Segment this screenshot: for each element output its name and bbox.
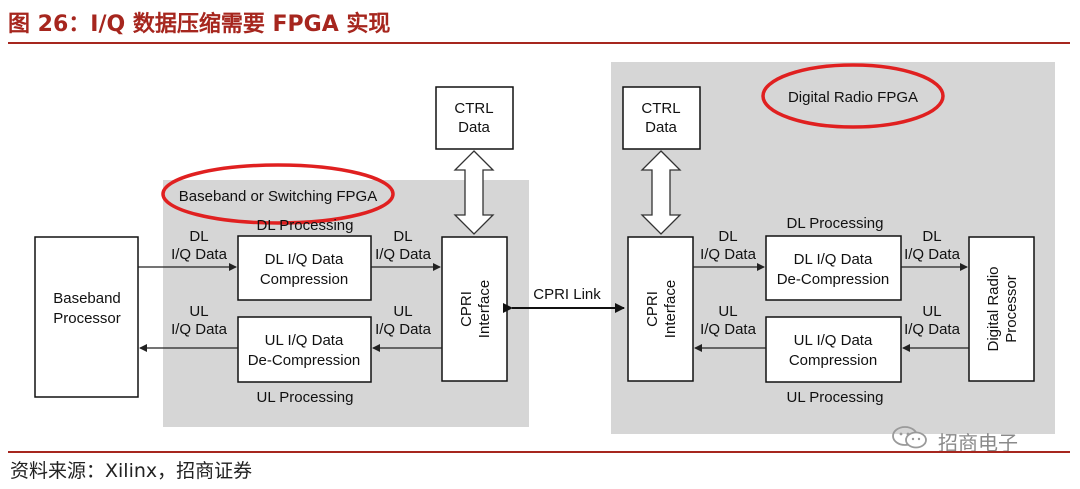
digital-radio-processor-box: [968, 236, 1035, 382]
baseband-processor-label-2: Processor: [53, 310, 121, 327]
baseband-processor-label-1: Baseband: [53, 290, 121, 307]
figure-header: 图 26：I/Q 数据压缩需要 FPGA 实现: [8, 8, 1070, 42]
right-ul-out-label-1: UL: [718, 303, 737, 320]
left-dl-out-label-2: I/Q Data: [375, 246, 432, 263]
left-ul-processing-label: UL Processing: [257, 389, 354, 406]
right-fpga-label: Digital Radio FPGA: [788, 89, 918, 106]
ul-compression-box: [765, 316, 902, 383]
source-note: 资料来源：Xilinx，招商证券: [10, 460, 253, 482]
left-ctrl-double-arrow: [453, 150, 495, 235]
cpri-link-label: CPRI Link: [533, 286, 601, 303]
left-dl-in-label-1: DL: [189, 228, 208, 245]
left-ctrl-label-2: Data: [458, 119, 490, 136]
right-dl-out-label-1: DL: [922, 228, 941, 245]
ul-compression-label-2: Compression: [789, 352, 877, 369]
right-cpri-label-1: CPRI: [644, 291, 661, 327]
right-dl-processing-label: DL Processing: [787, 215, 884, 232]
left-ul-in-label-2: I/Q Data: [375, 321, 432, 338]
left-fpga-highlight: [161, 163, 395, 225]
left-cpri-label-1: CPRI: [458, 291, 475, 327]
left-dl-out-label-1: DL: [393, 228, 412, 245]
left-ul-out-label-2: I/Q Data: [171, 321, 228, 338]
left-cpri-label-2: Interface: [476, 280, 493, 338]
left-dl-processing-label: DL Processing: [257, 217, 354, 234]
ul-decompression-label-1: UL I/Q Data: [265, 332, 344, 349]
left-ctrl-data-box: [435, 86, 514, 150]
dl-decompression-label-2: De-Compression: [777, 271, 890, 288]
right-ul-in-label-1: UL: [922, 303, 941, 320]
right-ul-processing-label: UL Processing: [787, 389, 884, 406]
right-ctrl-data-box: [622, 86, 701, 150]
figure-title: 图 26：I/Q 数据压缩需要 FPGA 实现: [8, 12, 391, 37]
right-ctrl-label-1: CTRL: [641, 100, 680, 117]
right-ctrl-double-arrow: [640, 150, 682, 235]
ul-compression-label-1: UL I/Q Data: [794, 332, 873, 349]
dl-decompression-box: [765, 235, 902, 301]
left-cpri-interface-box: [441, 236, 508, 382]
right-dl-in-label-1: DL: [718, 228, 737, 245]
right-dl-in-label-2: I/Q Data: [700, 246, 757, 263]
dl-decompression-label-1: DL I/Q Data: [794, 251, 873, 268]
dl-compression-label-1: DL I/Q Data: [265, 251, 344, 268]
left-fpga-label: Baseband or Switching FPGA: [179, 188, 377, 205]
baseband-processor-box: [34, 236, 139, 398]
ul-decompression-box: [237, 316, 372, 383]
right-cpri-interface-box: [627, 236, 694, 382]
right-dl-out-label-2: I/Q Data: [904, 246, 961, 263]
left-ul-out-label-1: UL: [189, 303, 208, 320]
left-ctrl-label-1: CTRL: [454, 100, 493, 117]
footer-rule: [8, 451, 1070, 453]
left-dl-in-label-2: I/Q Data: [171, 246, 228, 263]
right-ul-in-label-2: I/Q Data: [904, 321, 961, 338]
wechat-icon: [892, 426, 927, 449]
right-ul-out-label-2: I/Q Data: [700, 321, 757, 338]
dl-compression-label-2: Compression: [260, 271, 348, 288]
right-ctrl-label-2: Data: [645, 119, 677, 136]
header-rule: [8, 42, 1070, 44]
digital-radio-label-2: Processor: [1003, 275, 1020, 343]
right-fpga-highlight: [761, 63, 945, 129]
dl-compression-box: [237, 235, 372, 301]
right-cpri-label-2: Interface: [662, 280, 679, 338]
left-ul-in-label-1: UL: [393, 303, 412, 320]
ul-decompression-label-2: De-Compression: [248, 352, 361, 369]
digital-radio-label-1: Digital Radio: [985, 266, 1002, 351]
